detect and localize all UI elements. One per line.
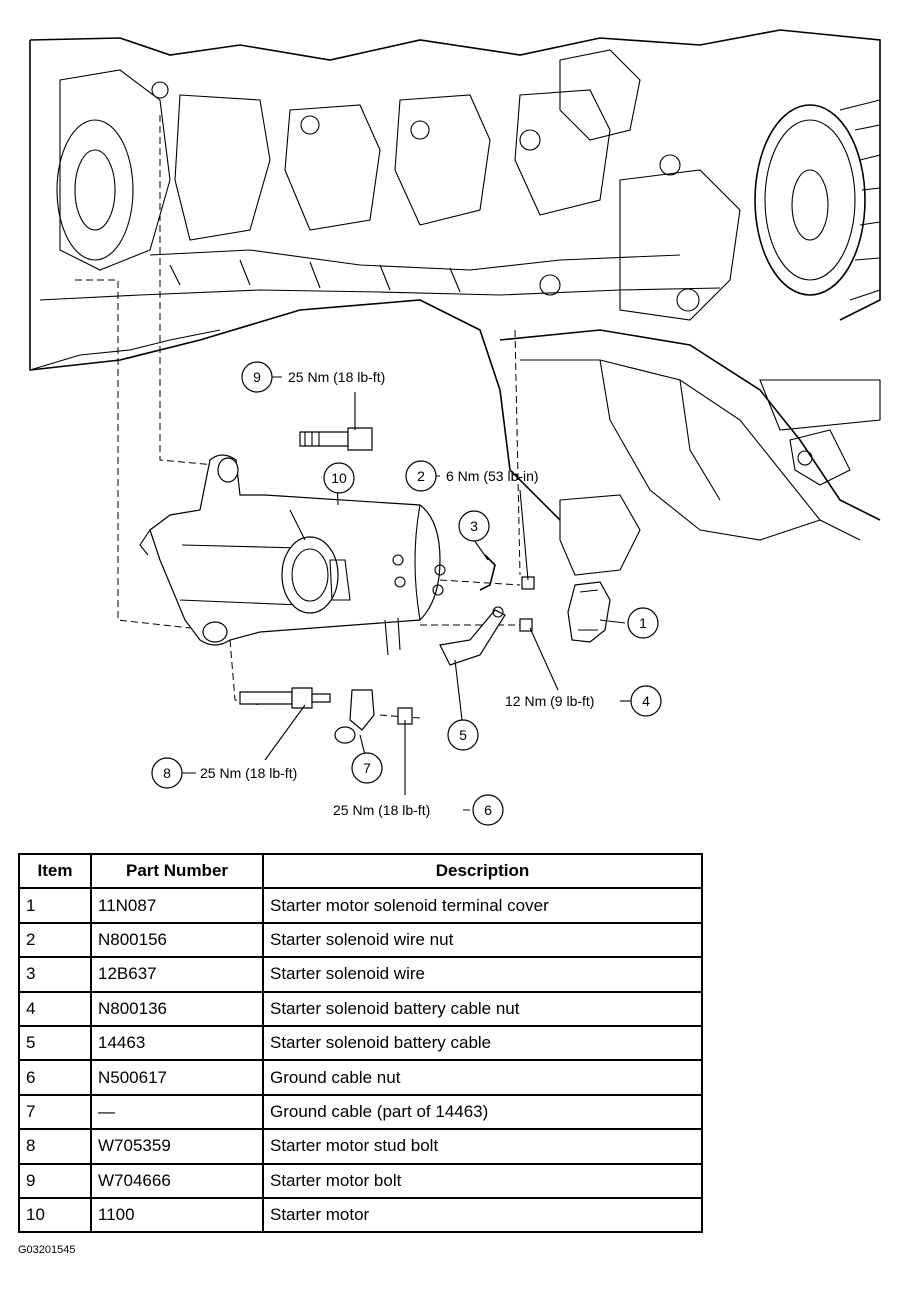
callout-2: 2 6 Nm (53 lb-in)	[405, 460, 539, 492]
figure-id: G03201545	[18, 1244, 76, 1256]
cell-description: Starter solenoid battery cable	[262, 1024, 703, 1062]
cell-item: 3	[18, 956, 92, 993]
callout-9: 9 25 Nm (18 lb-ft)	[241, 361, 385, 393]
starter-motor-bolt	[299, 427, 373, 451]
svg-text:6: 6	[484, 802, 492, 818]
svg-text:6 Nm (53 lb-in): 6 Nm (53 lb-in)	[446, 468, 539, 484]
table-row: 9 W704666 Starter motor bolt	[18, 1162, 703, 1199]
solenoid-battery-cable	[439, 606, 506, 666]
pulley	[754, 99, 881, 301]
starter-motor	[139, 454, 446, 656]
cell-part-number: W704666	[90, 1162, 264, 1199]
callout-5: 5	[447, 719, 479, 751]
svg-text:12 Nm (9 lb-ft): 12 Nm (9 lb-ft)	[505, 693, 594, 709]
cell-description: Starter solenoid battery cable nut	[262, 990, 703, 1027]
ground-cable	[334, 689, 375, 744]
cell-item: 6	[18, 1059, 92, 1096]
table-row: 5 14463 Starter solenoid battery cable	[18, 1024, 703, 1062]
cell-part-number: 11N087	[90, 887, 264, 924]
cell-description: Starter solenoid wire	[262, 956, 703, 993]
cell-description: Starter motor bolt	[262, 1162, 703, 1199]
cell-item: 5	[18, 1024, 92, 1062]
cell-description: Ground cable (part of 14463)	[262, 1093, 703, 1131]
table-row: 1 11N087 Starter motor solenoid terminal…	[18, 887, 703, 924]
table-header-row: Item Part Number Description	[18, 852, 703, 890]
callout-4: 12 Nm (9 lb-ft) 4	[505, 685, 662, 717]
cell-part-number: N500617	[90, 1059, 264, 1096]
svg-text:1: 1	[639, 615, 647, 631]
cell-description: Ground cable nut	[262, 1059, 703, 1096]
cell-item: 4	[18, 990, 92, 1027]
cell-part-number: W705359	[90, 1128, 264, 1165]
cell-item: 9	[18, 1162, 92, 1199]
cell-description: Starter motor	[262, 1196, 703, 1234]
callout-7: 7	[351, 752, 383, 784]
column-header-item: Item	[18, 852, 92, 890]
callout-8: 8 25 Nm (18 lb-ft)	[151, 757, 297, 789]
callout-3: 3	[458, 510, 490, 542]
parts-table: Item Part Number Description 1 11N087 St…	[18, 852, 703, 1234]
cell-item: 10	[18, 1196, 92, 1234]
svg-text:10: 10	[331, 470, 347, 486]
svg-text:8: 8	[163, 765, 171, 781]
cell-part-number: N800136	[90, 990, 264, 1027]
table-row: 2 N800156 Starter solenoid wire nut	[18, 921, 703, 959]
cell-part-number: 14463	[90, 1024, 264, 1062]
cell-item: 8	[18, 1128, 92, 1165]
table-row: 8 W705359 Starter motor stud bolt	[18, 1128, 703, 1165]
table-row: 4 N800136 Starter solenoid battery cable…	[18, 990, 703, 1027]
cell-part-number: —	[90, 1093, 264, 1131]
cell-part-number: 12B637	[90, 956, 264, 993]
svg-text:25 Nm (18 lb-ft): 25 Nm (18 lb-ft)	[333, 802, 430, 818]
starter-motor-stud-bolt	[239, 687, 331, 709]
svg-text:3: 3	[470, 518, 478, 534]
svg-text:4: 4	[642, 693, 650, 709]
assembly-lines	[75, 115, 521, 719]
svg-text:2: 2	[417, 468, 425, 484]
cell-part-number: N800156	[90, 921, 264, 959]
solenoid-terminal-cover	[567, 581, 611, 643]
callout-1: 1	[627, 607, 659, 639]
table-row: 7 — Ground cable (part of 14463)	[18, 1093, 703, 1131]
cell-part-number: 1100	[90, 1196, 264, 1234]
engine-block	[29, 29, 881, 576]
table-row: 10 1100 Starter motor	[18, 1196, 703, 1234]
callout-10: 10	[323, 462, 355, 494]
svg-text:25 Nm (18 lb-ft): 25 Nm (18 lb-ft)	[288, 369, 385, 385]
cell-description: Starter motor stud bolt	[262, 1128, 703, 1165]
starter-motor-exploded-diagram: 9 25 Nm (18 lb-ft) 10 2 6 Nm (53 lb-in) …	[29, 29, 881, 826]
svg-text:25 Nm (18 lb-ft): 25 Nm (18 lb-ft)	[200, 765, 297, 781]
solenoid-wire	[479, 554, 496, 591]
battery-cable-nut	[519, 618, 533, 632]
cell-description: Starter motor solenoid terminal cover	[262, 887, 703, 924]
svg-text:9: 9	[253, 369, 261, 385]
table-row: 6 N500617 Ground cable nut	[18, 1059, 703, 1096]
cell-item: 2	[18, 921, 92, 959]
cell-description: Starter solenoid wire nut	[262, 921, 703, 959]
table-row: 3 12B637 Starter solenoid wire	[18, 956, 703, 993]
cell-item: 1	[18, 887, 92, 924]
callout-6: 25 Nm (18 lb-ft) 6	[333, 794, 504, 826]
cell-item: 7	[18, 1093, 92, 1131]
svg-text:5: 5	[459, 727, 467, 743]
column-header-part-number: Part Number	[90, 852, 264, 890]
column-header-description: Description	[262, 852, 703, 890]
svg-text:7: 7	[363, 760, 371, 776]
